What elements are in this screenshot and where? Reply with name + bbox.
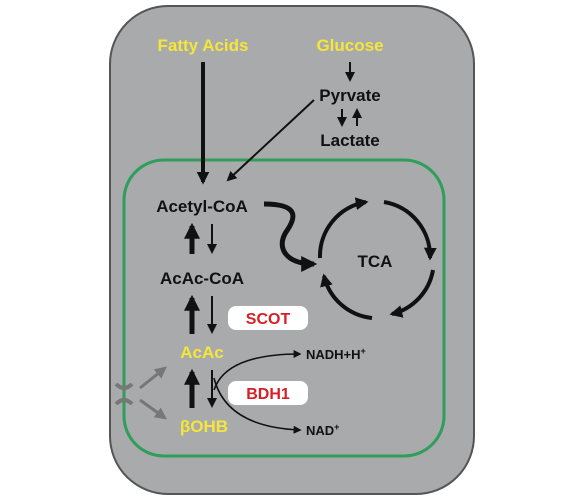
mitochondrion-boundary	[122, 158, 446, 458]
glucose-label: Glucose	[316, 36, 383, 55]
cell-boundary	[109, 5, 475, 495]
tca-cycle	[317, 197, 437, 320]
scot-box	[228, 306, 308, 330]
acetyl-coa-label: Acetyl-CoA	[156, 197, 248, 216]
scot-label: SCOT	[246, 311, 291, 328]
nad-text: NAD	[306, 423, 334, 438]
pyruvate-label: Pyrvate	[319, 86, 380, 105]
nadh-text: NADH+H	[306, 347, 361, 362]
transporter-icon	[114, 366, 167, 420]
nadh-curve-arrow	[213, 350, 302, 391]
tca-label: TCA	[358, 252, 393, 271]
bdh1-label: BDH1	[246, 386, 290, 403]
acetyl-coa-to-tca-arrow	[263, 201, 318, 272]
nad-label: NAD+	[306, 422, 339, 438]
acac-coa-label: AcAc-CoA	[160, 269, 244, 288]
bdh1-box	[228, 381, 308, 405]
pyruvate-to-acetyl-coa-arrow	[226, 99, 315, 182]
acac-label: AcAc	[180, 343, 223, 362]
nad-curve-arrow	[213, 377, 302, 434]
fatty-acids-label: Fatty Acids	[157, 36, 248, 55]
nadh-label: NADH+H+	[306, 346, 366, 362]
bohb-label: βOHB	[180, 417, 228, 436]
lactate-label: Lactate	[320, 131, 380, 150]
nad-superscript: +	[334, 422, 339, 432]
nadh-superscript: +	[361, 346, 366, 356]
